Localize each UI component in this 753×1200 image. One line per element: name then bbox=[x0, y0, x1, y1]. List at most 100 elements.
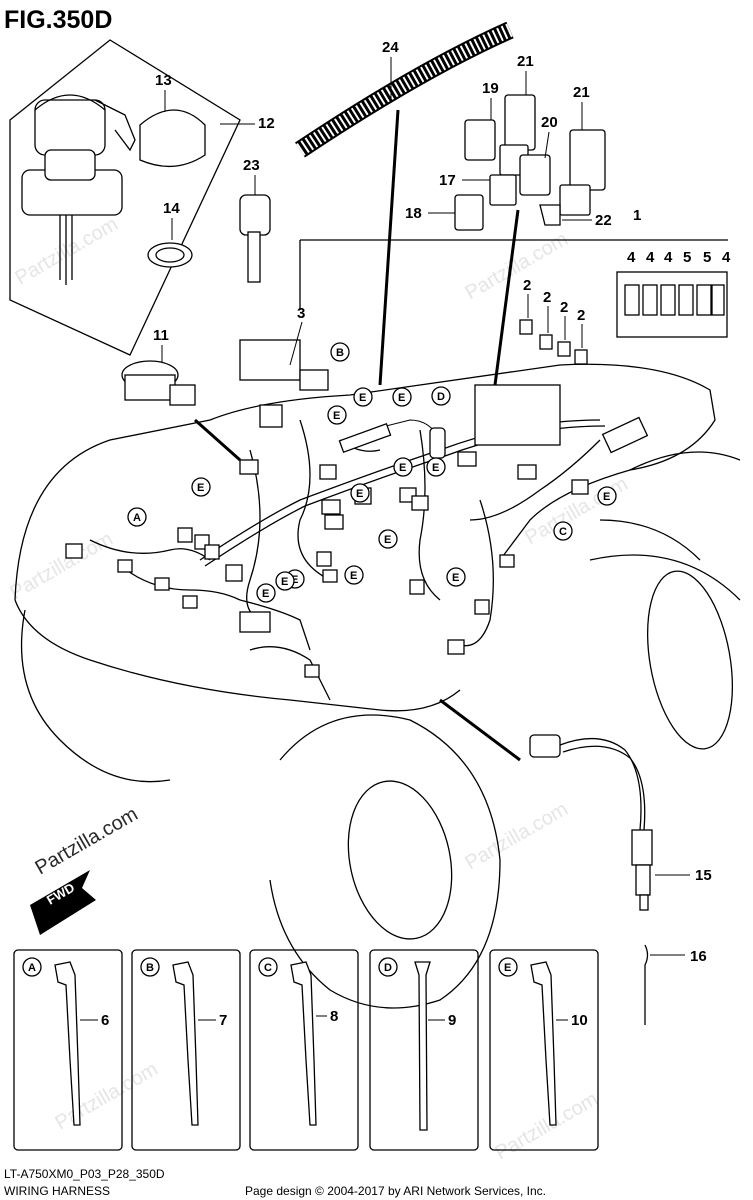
clamp-box-b: B 7 bbox=[131, 949, 241, 1151]
callout-22: 22 bbox=[595, 212, 612, 229]
watermark: Partzilla.com bbox=[52, 1058, 162, 1134]
harness-marker-e: E bbox=[392, 387, 412, 407]
callout-4: 4 bbox=[646, 249, 655, 266]
svg-text:E: E bbox=[333, 410, 340, 422]
harness-marker-e: E bbox=[597, 486, 617, 506]
front-wheel bbox=[269, 714, 501, 1009]
svg-text:E: E bbox=[504, 962, 511, 974]
svg-text:E: E bbox=[359, 392, 366, 404]
callout-17: 17 bbox=[439, 172, 456, 189]
main-harness bbox=[65, 339, 649, 762]
lock-nut-part bbox=[147, 242, 193, 268]
svg-text:E: E bbox=[603, 491, 610, 503]
footer-section: WIRING HARNESS bbox=[4, 1184, 110, 1198]
svg-text:E: E bbox=[452, 572, 459, 584]
harness-marker-e: E bbox=[393, 457, 413, 477]
clamp-part-number: 6 bbox=[101, 1012, 109, 1029]
clamp-part-number: 9 bbox=[448, 1012, 456, 1029]
svg-text:E: E bbox=[281, 576, 288, 588]
callout-24: 24 bbox=[382, 39, 399, 56]
callout-21: 21 bbox=[573, 84, 590, 101]
watermark: Partzilla.com bbox=[492, 1088, 602, 1164]
fwd-arrow: FWD bbox=[30, 870, 96, 935]
svg-text:A: A bbox=[133, 512, 141, 524]
figure-title: FIG.350D bbox=[4, 6, 112, 34]
socket-part bbox=[121, 360, 241, 462]
harness-marker-e: E bbox=[275, 571, 295, 591]
fuse-box-inset bbox=[299, 239, 728, 338]
callout-4: 4 bbox=[627, 249, 636, 266]
clamp-box-a: A 6 bbox=[13, 949, 123, 1151]
clamp-box-c: C 8 bbox=[249, 949, 359, 1151]
harness-marker-a: A bbox=[127, 507, 147, 527]
callout-16: 16 bbox=[690, 948, 707, 965]
callouts: 1 2 2 2 2 3 4 4 4 5 5 4 11 12 13 14 15 1… bbox=[153, 39, 731, 965]
atv-body bbox=[14, 363, 741, 783]
callout-11: 11 bbox=[153, 327, 169, 344]
callout-19: 19 bbox=[482, 80, 499, 97]
watermark: Partzilla.com bbox=[462, 798, 572, 874]
clamp-part-number: 7 bbox=[219, 1012, 227, 1029]
callout-21: 21 bbox=[517, 53, 534, 70]
callout-20: 20 bbox=[541, 114, 558, 131]
callout-14: 14 bbox=[163, 200, 180, 217]
clamp-box-e: E 10 bbox=[489, 949, 599, 1151]
watermark-dark: Partzilla.com bbox=[32, 803, 142, 879]
svg-text:E: E bbox=[398, 392, 405, 404]
ignition-cap-part bbox=[139, 109, 206, 168]
callout-5: 5 bbox=[683, 249, 691, 266]
svg-text:E: E bbox=[399, 462, 406, 474]
mini-fuses bbox=[519, 319, 588, 365]
corrugated-tube-part bbox=[295, 21, 514, 386]
svg-text:E: E bbox=[356, 488, 363, 500]
callout-2: 2 bbox=[523, 277, 531, 294]
harness-marker-e: E bbox=[344, 565, 364, 585]
svg-text:D: D bbox=[384, 962, 392, 974]
key-part bbox=[239, 194, 271, 283]
callout-2: 2 bbox=[577, 307, 585, 324]
svg-text:C: C bbox=[264, 962, 272, 974]
ignition-switch-part bbox=[21, 94, 136, 285]
harness-marker-c: C bbox=[553, 521, 573, 541]
harness-marker-e: E bbox=[426, 457, 446, 477]
svg-text:A: A bbox=[28, 962, 36, 974]
clamp-legend: A 6 B 7 C 8 D 9 bbox=[13, 949, 599, 1151]
oxygen-sensor-part bbox=[529, 734, 653, 1025]
callout-13: 13 bbox=[155, 72, 172, 89]
footer-model-code: LT-A750XM0_P03_P28_350D bbox=[4, 1167, 165, 1181]
harness-marker-e: E bbox=[350, 483, 370, 503]
svg-text:E: E bbox=[291, 574, 298, 586]
harness-marker-d: D bbox=[431, 386, 451, 406]
callout-2: 2 bbox=[543, 289, 551, 306]
callout-5: 5 bbox=[703, 249, 711, 266]
callout-15: 15 bbox=[695, 867, 712, 884]
svg-text:E: E bbox=[384, 534, 391, 546]
harness-marker-e: E bbox=[256, 583, 276, 603]
svg-text:E: E bbox=[197, 482, 204, 494]
callout-1: 1 bbox=[633, 207, 641, 224]
clamp-box-d: D 9 bbox=[369, 949, 479, 1151]
footer-credit: Page design © 2004-2017 by ARI Network S… bbox=[245, 1184, 546, 1198]
svg-text:B: B bbox=[146, 962, 154, 974]
svg-text:E: E bbox=[262, 588, 269, 600]
svg-text:D: D bbox=[437, 391, 445, 403]
svg-text:E: E bbox=[350, 570, 357, 582]
callout-12: 12 bbox=[258, 115, 275, 132]
svg-text:B: B bbox=[336, 347, 344, 359]
callout-4: 4 bbox=[664, 249, 673, 266]
ignition-switch-inset bbox=[9, 39, 241, 356]
harness-marker-e: E bbox=[191, 477, 211, 497]
harness-markers: A B C D E E E E bbox=[127, 342, 617, 603]
harness-marker-e: E bbox=[446, 567, 466, 587]
clamp-part-number: 10 bbox=[571, 1012, 588, 1029]
callout-2: 2 bbox=[560, 299, 568, 316]
harness-marker-e: E bbox=[378, 529, 398, 549]
callout-4: 4 bbox=[722, 249, 731, 266]
svg-text:E: E bbox=[432, 462, 439, 474]
harness-marker-e: E bbox=[327, 405, 347, 425]
harness-marker-b: B bbox=[330, 342, 350, 362]
rear-wheel bbox=[589, 554, 741, 750]
harness-marker-e: E bbox=[353, 387, 373, 407]
clamp-part-number: 8 bbox=[330, 1008, 338, 1025]
